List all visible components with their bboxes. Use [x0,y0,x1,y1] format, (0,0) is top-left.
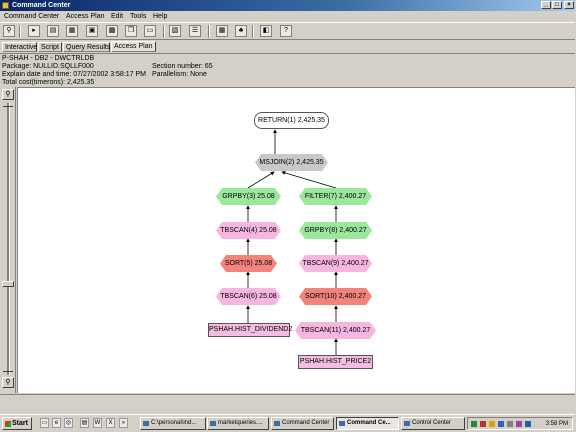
sql-icon[interactable]: ▧ [169,25,181,37]
quicklaunch-arrow-icon[interactable]: » [119,418,128,428]
tray-alert-icon[interactable] [489,421,495,427]
tools-icon[interactable]: ◧ [260,25,272,37]
node-grpby-8[interactable]: GRPBY(8) 2,400.27 [299,222,372,239]
task-control-center[interactable]: Control Center [401,417,465,430]
tree-graph-icon[interactable]: ♣ [235,25,247,37]
quicklaunch-tool-icon[interactable]: ▤ [80,418,89,428]
clock: 3:58 PM [545,421,568,427]
window-icon [339,421,345,426]
task-explorer[interactable]: C:\personal\ind... [140,417,206,430]
grid-icon[interactable]: ▦ [216,25,228,37]
zoom-slider-thumb[interactable] [2,281,14,287]
access-plan-graph: RETURN(1) 2,425.35 MSJOIN(2) 2,425.35 GR… [17,87,575,393]
taskbar: Start ▭ e ◎ ▤ W X » C:\personal\ind... m… [0,414,575,432]
tray-shield-icon[interactable] [480,421,486,427]
plan-parallelism: Parallelism: None [152,71,207,78]
node-table-hist-dividend2[interactable]: PSHAH.HIST_DIVIDEND2 [208,323,292,337]
copy-icon[interactable]: ❐ [125,25,137,37]
tab-interactive[interactable]: Interactive [2,42,37,52]
tray-app-icon[interactable] [516,421,522,427]
tray-volume-icon[interactable] [507,421,513,427]
tab-strip: Interactive Script Query Results Access … [0,41,575,52]
open-icon[interactable]: ▤ [47,25,59,37]
menu-help[interactable]: Help [153,13,168,20]
title-bar: Command Center _ □ × [0,0,575,11]
menu-edit[interactable]: Edit [111,13,124,20]
system-tray: 3:58 PM [467,417,573,430]
quicklaunch-outlook-icon[interactable]: ◎ [64,418,73,428]
window-icon [404,421,410,426]
maximize-button[interactable]: □ [552,1,562,9]
node-table-hist-price2[interactable]: PSHAH.HIST_PRICE2 [298,355,373,369]
graph-edges [246,129,338,355]
node-tbscan-9[interactable]: TBSCAN(9) 2,400.27 [299,255,372,272]
tray-monitor-icon[interactable] [525,421,531,427]
plan-explain-time: Explain date and time: 07/27/2002 3:58:1… [2,71,146,78]
plan-info: P-SHAH - DB2 - DWCTRLDB Package: NULLID.… [0,53,575,87]
zoom-in-button[interactable]: ⚲ [2,89,14,100]
menu-command-center[interactable]: Command Center [4,13,60,20]
menu-access-plan[interactable]: Access Plan [66,13,105,20]
quicklaunch-desktop-icon[interactable]: ▭ [40,418,49,428]
plan-database: P-SHAH - DB2 - DWCTRLDB [2,55,95,62]
tree-icon[interactable]: ⚲ [3,25,15,37]
status-area [0,394,575,415]
run-icon[interactable]: ▸ [28,25,40,37]
node-filter-7[interactable]: FILTER(7) 2,400.27 [299,188,372,205]
plan-package: Package: NULLID.SQLLF000 [2,63,94,70]
list-icon[interactable]: ☰ [189,25,201,37]
window-icon [274,421,280,426]
tray-network-icon[interactable] [471,421,477,427]
plan-total-cost: Total cost(timerons): 2,425.35 [2,79,95,86]
task-marketqueries[interactable]: marketqueries.... [207,417,269,430]
graph-panel: ⚲ ⚲ RETURN(1) 2 [0,87,575,393]
window-icon[interactable]: ▭ [144,25,156,37]
menu-tools[interactable]: Tools [130,13,147,20]
minimize-button[interactable]: _ [541,1,551,9]
close-button[interactable]: × [564,1,574,9]
quicklaunch-word-icon[interactable]: W [93,418,102,428]
start-button[interactable]: Start [2,417,32,430]
node-sort-10[interactable]: SORT(10) 2,400.27 [299,288,372,305]
zoom-out-button[interactable]: ⚲ [2,377,14,388]
script-icon[interactable]: ▦ [66,25,78,37]
node-tbscan-6[interactable]: TBSCAN(6) 25.08 [216,288,281,305]
node-tbscan-11[interactable]: TBSCAN(11) 2,400.27 [295,322,376,339]
plan-section-number: Section number: 65 [152,63,213,70]
app-icon [2,2,9,9]
menu-bar: Command Center Access Plan Edit Tools He… [0,11,575,22]
node-msjoin[interactable]: MSJOIN(2) 2,425.35 [255,154,328,171]
quicklaunch-x-icon[interactable]: X [106,418,115,428]
quicklaunch-browser-icon[interactable]: e [52,418,61,428]
zoom-slider-track[interactable] [7,103,10,375]
task-command-center-1[interactable]: Command Center [271,417,334,430]
tray-db-icon[interactable] [498,421,504,427]
node-return[interactable]: RETURN(1) 2,425.35 [254,112,329,129]
windows-logo-icon [5,421,11,427]
zoom-bar: ⚲ ⚲ [0,87,16,393]
help-icon[interactable]: ? [280,25,292,37]
task-command-center-2[interactable]: Command Ce... [336,417,399,430]
tab-query-results[interactable]: Query Results [63,42,110,52]
node-sort-5[interactable]: SORT(5) 25.08 [220,255,277,272]
node-grpby-3[interactable]: GRPBY(3) 25.08 [216,188,281,205]
window-title: Command Center [12,2,71,9]
edge-filter7-msjoin [281,170,337,189]
tab-access-plan[interactable]: Access Plan [111,41,156,52]
edge-grpby3-msjoin [247,171,275,189]
folder-icon [143,421,149,426]
picture-icon[interactable]: ▩ [106,25,118,37]
toolbar: ⚲ ▸ ▤ ▦ ▣ ▩ ❐ ▭ ▧ ☰ ▦ ♣ ◧ ? [0,22,575,40]
history-icon[interactable]: ▣ [86,25,98,37]
node-tbscan-4[interactable]: TBSCAN(4) 25.08 [216,222,281,239]
document-icon [210,421,216,426]
tab-script[interactable]: Script [38,42,62,52]
